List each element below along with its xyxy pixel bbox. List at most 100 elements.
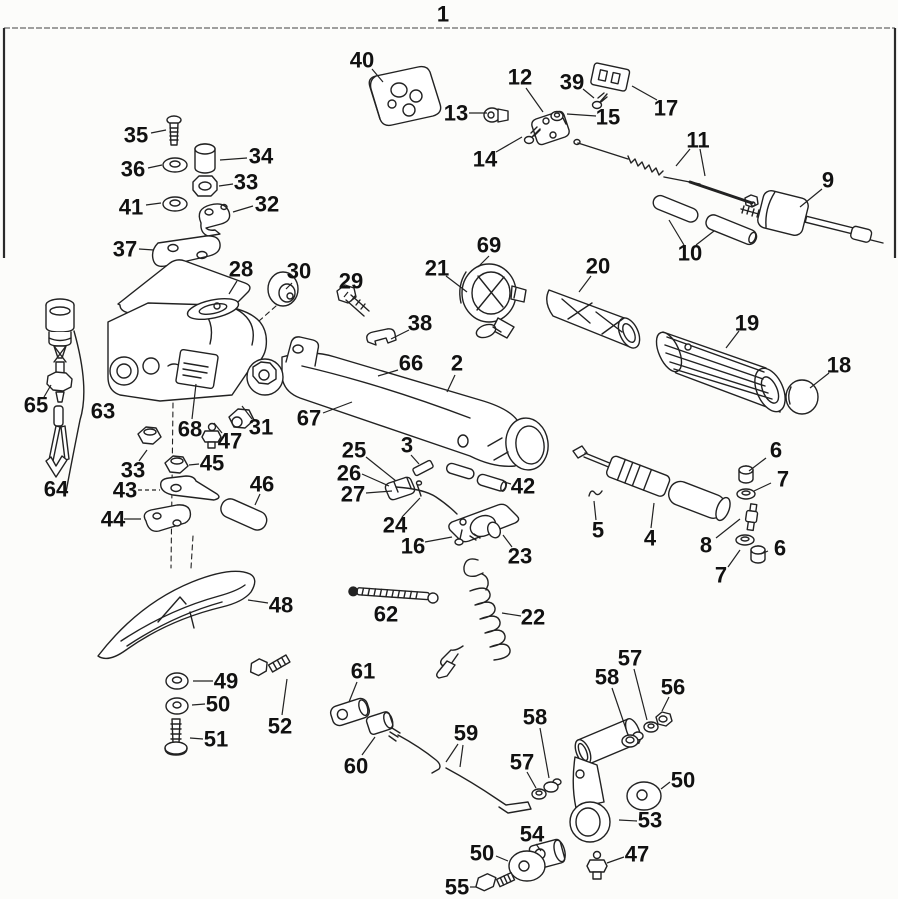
part-4-drawing <box>572 445 731 522</box>
part-43-drawing <box>159 475 220 501</box>
leader-line <box>446 374 456 393</box>
part-label-19: 19 <box>735 311 759 336</box>
part-52-drawing <box>249 654 291 677</box>
leader-line <box>650 502 655 529</box>
leader-line <box>748 457 767 472</box>
part-callout-12: 12 <box>508 65 544 113</box>
leader-line <box>675 148 691 167</box>
part-callout-13: 13 <box>444 101 487 126</box>
part-label-29: 29 <box>339 269 363 294</box>
part-6-upper-drawing <box>738 465 754 484</box>
part-59-rod-drawing <box>388 727 532 814</box>
part-label-23: 23 <box>508 544 532 569</box>
leader-line <box>566 113 597 117</box>
part-53-arm-drawing <box>569 718 642 843</box>
leader-line <box>578 275 592 293</box>
part-callout-45: 45 <box>188 451 224 476</box>
leader-line <box>695 230 715 246</box>
part-callout-58: 58 <box>595 665 627 730</box>
leader-line <box>228 280 238 295</box>
part-label-50: 50 <box>470 841 494 866</box>
part-label-15: 15 <box>596 105 620 130</box>
part-label-37: 37 <box>113 237 137 262</box>
part-15-drawing <box>550 110 564 122</box>
leader-line <box>390 329 410 340</box>
part-37-drawing <box>151 235 221 268</box>
leader-line <box>525 87 544 113</box>
part-callout-51: 51 <box>189 727 228 752</box>
part-callout-20: 20 <box>578 254 610 293</box>
part-label-69: 69 <box>477 233 501 258</box>
part-label-7: 7 <box>715 563 727 588</box>
leader-line <box>660 781 671 790</box>
part-callout-33: 33 <box>121 449 148 483</box>
part-2-tiller-arm-drawing <box>246 336 549 471</box>
part-callout-19: 19 <box>725 311 759 349</box>
part-62-drawing <box>348 586 439 604</box>
part-21-69-ring-drawing <box>459 263 527 339</box>
leader-line <box>377 369 399 377</box>
part-callout-8: 8 <box>700 518 741 558</box>
part-callout-25: 25 <box>342 438 397 482</box>
part-callout-47: 47 <box>606 842 649 867</box>
part-label-41: 41 <box>119 195 143 220</box>
leader-line <box>501 612 522 617</box>
part-callout-58: 58 <box>523 705 550 779</box>
part-20-drawing <box>546 289 641 349</box>
leader-line <box>727 549 741 568</box>
part-callout-32: 32 <box>232 192 279 217</box>
leader-line <box>371 68 384 83</box>
leader-line <box>753 482 772 492</box>
part-callout-52: 52 <box>268 678 292 739</box>
part-label-14: 14 <box>473 147 498 172</box>
part-label-43: 43 <box>113 478 137 503</box>
exploded-view-drawing <box>45 62 884 892</box>
part-57-upper-drawing <box>643 721 659 733</box>
leader-line <box>241 405 253 420</box>
part-label-9: 9 <box>822 168 834 193</box>
part-label-36: 36 <box>121 157 145 182</box>
part-14-drawing <box>523 126 541 145</box>
part-label-64: 64 <box>44 477 69 502</box>
leader-line <box>593 500 597 521</box>
part-33-lower-drawing <box>137 426 162 445</box>
part-callout-57: 57 <box>510 750 537 789</box>
part-35-drawing <box>166 115 182 146</box>
part-61-drawing <box>329 697 371 727</box>
part-6-lower-drawing <box>750 545 766 564</box>
part-39-drawing <box>591 92 608 110</box>
part-callout-63: 63 <box>91 399 115 424</box>
leader-line <box>189 737 204 740</box>
part-label-27: 27 <box>341 482 365 507</box>
part-38-drawing <box>366 328 397 346</box>
part-label-67: 67 <box>297 406 321 431</box>
leader-line <box>365 490 393 494</box>
part-callout-27: 27 <box>341 482 393 507</box>
part-callout-29: 29 <box>339 269 363 298</box>
part-label-24: 24 <box>383 513 408 538</box>
part-50-right-drawing <box>626 781 662 811</box>
part-callout-67: 67 <box>297 401 353 431</box>
leader-line <box>145 202 162 206</box>
part-label-47: 47 <box>625 842 649 867</box>
part-label-63: 63 <box>91 399 115 424</box>
part-callout-44: 44 <box>101 507 141 532</box>
part-callout-11: 11 <box>675 128 710 177</box>
part-34-drawing <box>194 143 216 174</box>
part-41-drawing <box>162 196 188 212</box>
leader-line <box>760 550 769 555</box>
part-label-16: 16 <box>401 534 425 559</box>
part-42-drawing <box>445 462 508 492</box>
part-28-68-housing-drawing <box>107 259 268 402</box>
leader-line <box>459 744 464 768</box>
part-label-21: 21 <box>425 256 449 281</box>
part-label-53: 53 <box>638 808 662 833</box>
part-label-8: 8 <box>700 533 712 558</box>
part-label-48: 48 <box>269 593 293 618</box>
part-label-35: 35 <box>124 123 148 148</box>
leader-line <box>43 384 52 398</box>
part-36-drawing <box>162 157 188 173</box>
part-callout-26: 26 <box>337 461 390 487</box>
part-label-6: 6 <box>774 536 786 561</box>
part-18-drawing <box>785 379 819 415</box>
